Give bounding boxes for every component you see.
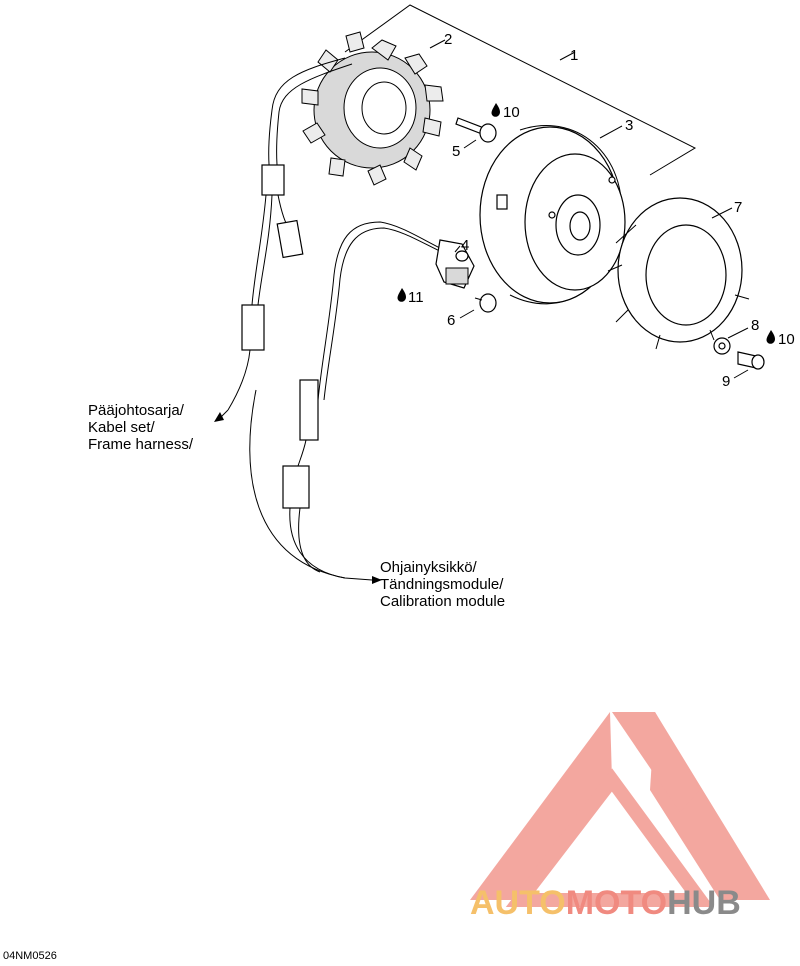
note-line: Ohjainyksikkö/ [380, 559, 477, 576]
note-line: Kabel set/ [88, 419, 155, 436]
watermark-text-auto: AUTO [470, 884, 566, 922]
note-line: Pääjohtosarja/ [88, 402, 184, 419]
stator-wire-harness [214, 57, 353, 422]
callout-5: 5 [452, 143, 460, 160]
callout-6: 6 [447, 312, 455, 329]
leader-lines [429, 39, 749, 379]
callout-8: 8 [751, 317, 759, 334]
assembly-bracket [344, 4, 697, 176]
torque-ref-bolt5: 10 [503, 104, 520, 121]
note-line: Frame harness/ [88, 436, 194, 453]
sensor-wire-harness [249, 221, 447, 584]
note-line: Calibration module [380, 593, 506, 610]
drawing-code: 04NM0526 [3, 950, 57, 962]
screw-part-5 [455, 117, 497, 143]
torque-ref-bolt9: 10 [778, 331, 795, 348]
drop-icon [491, 103, 500, 117]
callout-1: 1 [570, 47, 578, 64]
screw-part-6 [474, 293, 497, 313]
callout-3: 3 [625, 117, 633, 134]
screw-part-9 [737, 351, 765, 370]
callout-7: 7 [734, 199, 742, 216]
washer-part [713, 337, 731, 355]
callout-4: 4 [461, 237, 469, 254]
drop-icon [766, 330, 775, 344]
frame-harness-note: Pääjohtosarja/ Kabel set/ Frame harness/ [88, 402, 193, 453]
ring-gear-part [607, 197, 750, 350]
watermark-text: AUTOMOTOHUB [470, 884, 741, 923]
note-line: Tändningsmodule/ [380, 576, 504, 593]
flywheel-part [479, 125, 626, 305]
watermark-text-moto: MOTO [565, 884, 668, 922]
callout-9: 9 [722, 373, 730, 390]
drop-icon [397, 288, 406, 302]
calibration-module-note: Ohjainyksikkö/ Tändningsmodule/ Calibrat… [380, 559, 505, 610]
watermark-text-hub: HUB [667, 884, 741, 922]
trigger-sensor-part [435, 239, 475, 289]
callout-2: 2 [444, 31, 452, 48]
torque-ref-sensor: 11 [408, 289, 424, 306]
watermark-logo [470, 712, 770, 907]
stator-part [301, 31, 444, 186]
